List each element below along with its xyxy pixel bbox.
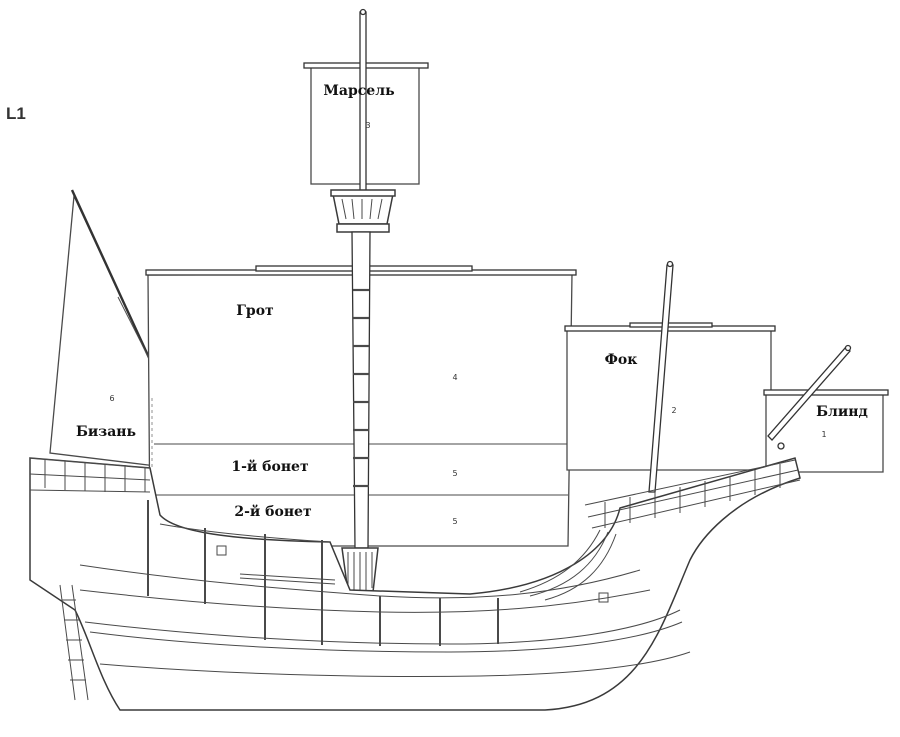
foresail-number: 2 xyxy=(671,406,676,415)
mizzen-number: 6 xyxy=(109,394,114,403)
foresail-label: Фок xyxy=(605,352,638,368)
bonnet1-number: 5 xyxy=(452,469,457,478)
main-mast xyxy=(330,8,396,593)
mainsail-label: Грот xyxy=(236,303,274,319)
mainsail-number: 4 xyxy=(452,373,457,382)
bonnet2-number: 5 xyxy=(452,517,457,526)
topsail-number: 3 xyxy=(365,121,370,130)
hull xyxy=(29,457,801,711)
mizzen-label: Бизань xyxy=(76,424,136,440)
topsail-label: Марсель xyxy=(323,83,394,99)
bowsprit xyxy=(767,344,852,450)
bonnet1-label: 1-й бонет xyxy=(231,458,309,475)
foresail xyxy=(564,322,776,471)
spritsail-number: 1 xyxy=(821,430,826,439)
spritsail-label: Блинд xyxy=(816,404,868,420)
bonnet2-label: 2-й бонет xyxy=(234,503,312,520)
plate-label: L1 xyxy=(6,104,26,123)
